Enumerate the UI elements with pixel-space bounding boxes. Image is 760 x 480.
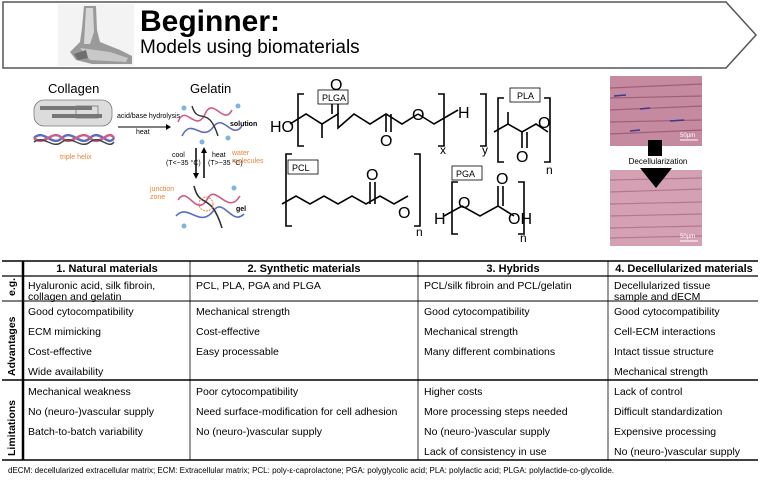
pcl-o2-text: O [398,205,410,222]
eg-decell-line2: sample and dECM [614,291,701,303]
gelatin-solution-diagram [177,103,243,145]
lim-hybrids-2: More processing steps needed [424,406,568,418]
adv-natural-2: ECM mimicking [28,326,101,338]
scale-bar-bottom: 50µm [680,234,696,240]
pga-h-text: H [434,211,446,228]
hydrolysis-arrow [118,124,171,130]
adv-synthetic-1: Mechanical strength [196,306,290,318]
foot-xray-icon [58,4,134,66]
eg-decell-line1: Decellularized tissue [614,280,711,292]
plga-ho-text: HO [270,119,294,136]
lim-hybrids-1: Higher costs [424,386,483,398]
collagen-title: Collagen [48,81,100,96]
adv-synthetic-3: Easy processable [196,346,279,358]
solution-label: solution [230,121,258,128]
collagen-fibril-diagram [33,99,116,145]
gelatin-gel-diagram [175,185,245,229]
cool-temp-label: (T<~35 °C) [166,160,201,167]
header-decellularized-materials: 4. Decellularized materials [615,263,753,275]
eg-hybrids: PCL/silk fibroin and PCL/gelatin [424,280,572,292]
adv-decell-1: Good cytocompatibility [614,306,720,318]
pga-n-sub: n [520,231,527,245]
row-label-eg: e.g. [6,277,18,296]
adv-decell-4: Mechanical strength [614,366,708,378]
gelatin-title: Gelatin [190,81,232,96]
lim-natural-3: Batch-to-batch variability [28,426,143,438]
cool-heat-arrows [193,147,207,179]
decellularization-label: Decellularization [620,156,696,168]
plga-h-text: H [458,105,470,122]
adv-natural-1: Good cytocompatibility [28,306,134,318]
heat-label: heat [136,129,150,136]
pcl-label: PCL [292,163,310,173]
lim-natural-1: Mechanical weakness [28,386,131,398]
lim-decell-4: No (neuro-)vascular supply [614,446,741,458]
lim-natural-2: No (neuro-)vascular supply [28,406,155,418]
footnote: dECM: decellularized extracellular matri… [8,466,615,475]
water-molecules-label: water molecules [232,150,264,165]
pla-label: PLA [517,91,534,101]
header-natural-materials: 1. Natural materials [56,263,158,275]
triple-helix-label: triple helix [60,154,92,161]
row-label-advantages: Advantages [6,316,18,376]
lim-synthetic-3: No (neuro-)vascular supply [196,426,323,438]
title-banner [2,1,758,69]
lim-hybrids-3: No (neuro-)vascular supply [424,426,551,438]
histology-images [610,76,702,246]
adv-decell-2: Cell-ECM interactions [614,326,716,338]
pga-label: PGA [456,169,475,179]
polymer-structures: PLGA PLA PCL PGA HO O O O H O O O O H O … [270,77,553,245]
pga-o1-text: O [458,195,470,212]
cool-label: cool [172,152,185,159]
lim-decell-3: Expensive processing [614,426,717,438]
gel-label: gel [236,206,247,213]
adv-hybrids-2: Mechanical strength [424,326,518,338]
plga-y-sub: y [482,143,488,157]
heat-temp-label: (T>~35 °C) [208,160,243,167]
comparison-table-grid [2,260,758,461]
pga-oh-text: OH [508,211,532,228]
page-subtitle: Models using biomaterials [140,37,360,58]
plga-o2-text: O [380,133,392,150]
adv-natural-3: Cost-effective [28,346,92,358]
plga-o1-text: O [330,77,342,94]
eg-synthetic: PCL, PLA, PGA and PLGA [196,280,321,292]
plga-label: PLGA [322,93,346,103]
row-label-limitations: Limitations [6,399,18,456]
adv-hybrids-3: Many different combinations [424,346,556,358]
header-hybrids: 3. Hybrids [486,263,540,275]
lim-decell-1: Lack of control [614,386,683,398]
plga-x-sub: x [440,143,446,157]
pcl-o1-text: O [366,167,378,184]
pla-o1-text: O [516,149,528,166]
pla-n-sub: n [546,163,553,177]
plga-o3-text: O [412,107,424,124]
header-synthetic-materials: 2. Synthetic materials [247,263,361,275]
pla-o2-text: O [538,115,550,132]
eg-natural-line1: Hyaluronic acid, silk fibroin, [28,280,156,292]
adv-decell-3: Intact tissue structure [614,346,714,358]
pcl-n-sub: n [416,225,423,239]
page-title: Beginner: [140,5,281,38]
lim-hybrids-4: Lack of consistency in use [424,446,547,458]
lim-synthetic-1: Poor cytocompatibility [196,386,299,398]
adv-hybrids-1: Good cytocompatibility [424,306,530,318]
adv-natural-4: Wide availability [28,366,104,378]
heat-label-2: heat [212,152,226,159]
eg-natural-line2: collagen and gelatin [28,291,122,303]
adv-synthetic-2: Cost-effective [196,326,260,338]
junction-zone-label: junction zone [150,186,175,201]
lim-synthetic-2: Need surface-modification for cell adhes… [196,406,398,418]
lim-decell-2: Difficult standardization [614,406,723,418]
pga-o2-text: O [496,171,508,188]
hydrolysis-label: acid/base hydrolysis [117,113,181,120]
scale-bar-top: 50µm [680,133,696,139]
